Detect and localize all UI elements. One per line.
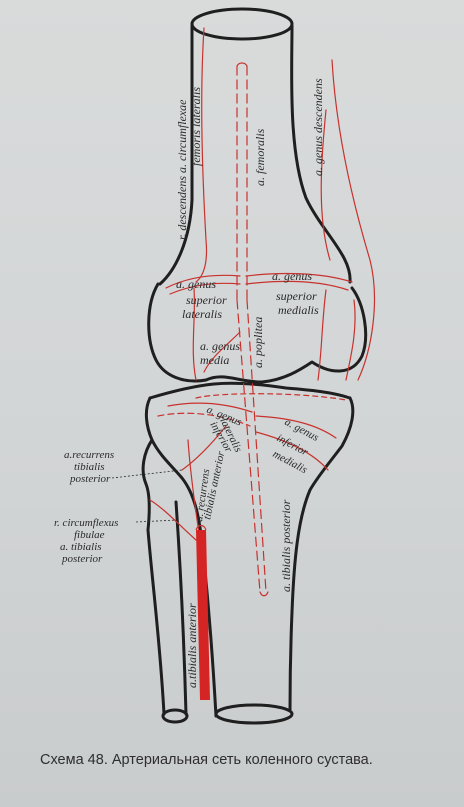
label-a-tibialis-posterior: a. tibialis posterior [279,499,293,592]
a-genus-superior-medialis-vessel-2 [245,280,349,291]
a-recurrens-tibialis-posterior-vessel [181,425,227,471]
label-a-genus-left: a. genus [176,277,216,291]
a-poplitea-vessel-2 [236,299,261,593]
label-genus-media-2: media [200,353,229,367]
a-genus-superior-lateralis-vessel [165,274,241,289]
a-genus-inferior-medialis-vessel [255,415,337,439]
label-circumflexus-2: fibulae [74,529,105,541]
labels: r. descendens a. circumflexae femoris la… [54,78,325,688]
label-circumflexus-3: a. tibialis [60,541,102,553]
label-recurrens-post-3: posterior [69,473,111,485]
label-superior-lateralis-1: superior [186,293,227,307]
femur-right-side [290,24,352,284]
figure-caption: Схема 48. Артериальная сеть коленного су… [40,752,373,768]
label-a-tibialis-anterior: a.tibialis anterior [185,603,199,688]
medial-anastomosis [317,289,327,381]
label-recurrens-post-1: a.recurrens [64,449,114,461]
label-recurrens-post-2: tibialis [74,461,105,473]
a-genus-superior-lateralis-vessel-2 [169,282,241,295]
a-tibialis-anterior-vessel [195,524,210,700]
a-genus-inferior-lateralis-vessel-2 [157,412,251,427]
a-femoralis-top [236,62,248,67]
label-circumflexus-4: posterior [61,553,103,565]
label-a-genus-right: a. genus [272,269,312,283]
label-circumflexus-1: r. circumflexus [54,517,118,529]
fibula-shaft-bottom [161,708,189,724]
fibula-left-side [146,528,166,716]
a-genus-descendens-vessel [331,59,376,381]
a-recurrens-tibialis-anterior-vessel [187,439,201,541]
femur-condyles [147,282,368,384]
label-superior-lateralis-2: lateralis [182,307,222,321]
label-superior-medialis-1: superior [276,289,317,303]
medial-anastomosis-2 [345,299,356,381]
bone-outlines [141,7,368,725]
label-r-descendens-2: femoris lateralis [189,87,203,166]
tibia-left-side [144,396,218,718]
patellar-network [195,393,347,401]
a-genus-superior-medialis-vessel [245,272,353,283]
r-descendens-vessel [195,27,208,283]
r-circumflexus-fibulae-vessel [149,499,197,541]
label-genus-media-1: a. genus [200,339,240,353]
femur-shaft-top [190,7,294,41]
leader-circumflexus [135,519,179,523]
a-genus-media-vessel [203,331,241,373]
tibia-right-side [288,396,355,712]
tibia-shaft-bottom [214,703,294,725]
leader-recurrens-post [111,469,183,479]
femur-left-side [158,24,194,286]
label-superior-medialis-2: medialis [278,303,319,317]
a-genus-inferior-lateralis-vessel [167,402,253,413]
fibula-right-side [174,500,188,716]
a-genus-descendens-branch [320,109,331,261]
a-genus-inferior-medialis-vessel-2 [255,431,329,471]
leader-lines [111,469,183,523]
label-a-poplitea: a. poplitea [251,317,265,368]
label-a-femoralis: a. femoralis [253,128,267,186]
label-r-descendens-1: r. descendens a. circumflexae [175,99,189,240]
a-poplitea-vessel [246,299,267,593]
arteries [149,27,376,597]
lateral-anastomosis [192,287,197,381]
a-poplitea-bottom [259,591,269,597]
label-a-genus-descendens: a. genus descendens [311,78,325,176]
fibula-head [141,438,154,532]
tibia-plateau [148,381,352,400]
